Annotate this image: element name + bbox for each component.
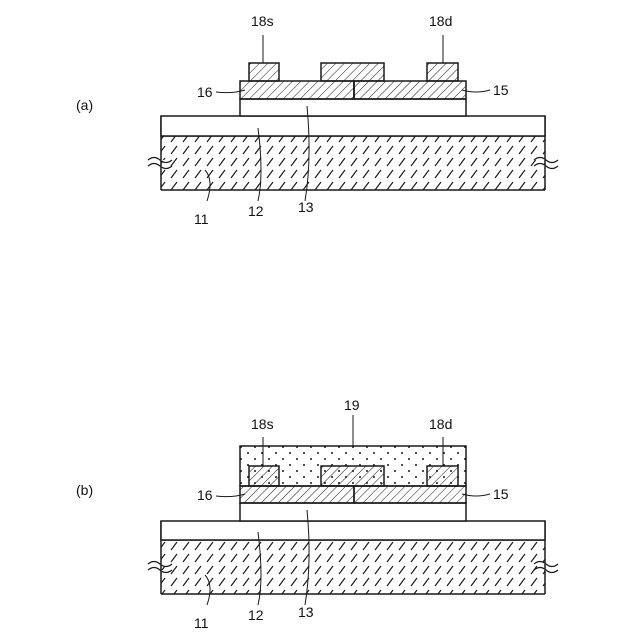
label-18s-a: 18s [251,13,274,29]
label-18d-a: 18d [429,13,452,29]
label-19-b: 19 [344,397,360,413]
label-12-a: 12 [248,203,264,219]
region-16-a [240,81,354,99]
gate-step-a [321,63,384,81]
drain-electrode-b [427,466,458,486]
region-16-b [240,486,354,503]
figure-b: (b) [76,397,558,631]
label-11-b: 11 [194,615,209,631]
semiconductor-layer-b [240,503,466,521]
source-electrode-b [249,466,279,486]
label-18s-b: 18s [251,416,274,432]
label-16-a: 16 [197,84,213,100]
label-13-b: 13 [298,604,314,620]
region-15-a [354,81,466,99]
label-13-a: 13 [298,199,314,215]
label-11-a: 11 [194,211,209,227]
insulating-layer-a [161,116,545,136]
gate-step-b [321,466,384,486]
label-12-b: 12 [248,607,264,623]
drain-electrode-a [427,63,458,81]
label-18d-b: 18d [429,416,452,432]
source-electrode-a [249,63,279,81]
label-16-b: 16 [197,487,213,503]
label-15-a: 15 [493,82,509,98]
panel-label-a: (a) [76,97,93,113]
figure-a: (a) [76,13,558,227]
label-15-b: 15 [493,486,509,502]
insulating-layer-b [161,521,545,540]
region-15-b [354,486,466,503]
panel-label-b: (b) [76,482,93,498]
semiconductor-layer-a [240,99,466,116]
